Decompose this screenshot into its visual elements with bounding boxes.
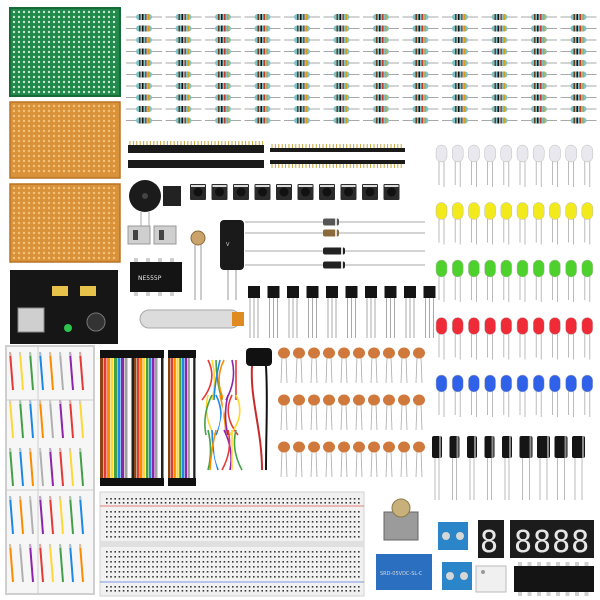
relay: SRD-05VDC-SL-C bbox=[376, 554, 432, 590]
seven-segment-display: 8 bbox=[478, 520, 504, 560]
transistors bbox=[248, 286, 436, 338]
slide-switches bbox=[127, 225, 177, 245]
solder-tube bbox=[139, 309, 244, 329]
breadboard bbox=[99, 491, 365, 597]
tactile-buttons bbox=[190, 184, 400, 200]
battery-snap bbox=[246, 348, 272, 471]
diodes bbox=[245, 218, 425, 269]
terminal-block-bottom bbox=[442, 562, 472, 590]
copper-pcb-top bbox=[9, 101, 121, 179]
four-digit-display: 8888 bbox=[510, 520, 594, 560]
dupont-ribbons bbox=[100, 350, 196, 486]
led-array bbox=[435, 144, 594, 417]
copper-pcb-bottom bbox=[9, 183, 121, 263]
terminal-block-top bbox=[438, 522, 468, 550]
photoresistor bbox=[190, 230, 206, 300]
ceramic-capacitors bbox=[278, 347, 425, 478]
ne555-chip: NE555P bbox=[130, 258, 182, 296]
four-digit-readout: 8888 bbox=[514, 525, 590, 560]
seven-segment-digit: 8 bbox=[480, 525, 498, 560]
loose-jumper-wires bbox=[201, 359, 243, 471]
svg-text:V: V bbox=[226, 242, 230, 248]
pin-headers bbox=[128, 141, 405, 168]
chip-marking: NE555P bbox=[138, 275, 162, 282]
relay-marking: SRD-05VDC-SL-C bbox=[380, 571, 423, 577]
large-capacitor: V bbox=[220, 220, 244, 300]
potentiometer bbox=[383, 498, 419, 541]
jumper-wire-box bbox=[5, 345, 95, 595]
resistor-array bbox=[126, 14, 597, 124]
optocoupler bbox=[475, 565, 507, 593]
buzzer bbox=[129, 180, 181, 228]
power-module bbox=[10, 270, 118, 344]
dip-chip bbox=[514, 562, 594, 596]
electrolytic-capacitors bbox=[432, 436, 585, 500]
green-pcb bbox=[9, 7, 121, 97]
